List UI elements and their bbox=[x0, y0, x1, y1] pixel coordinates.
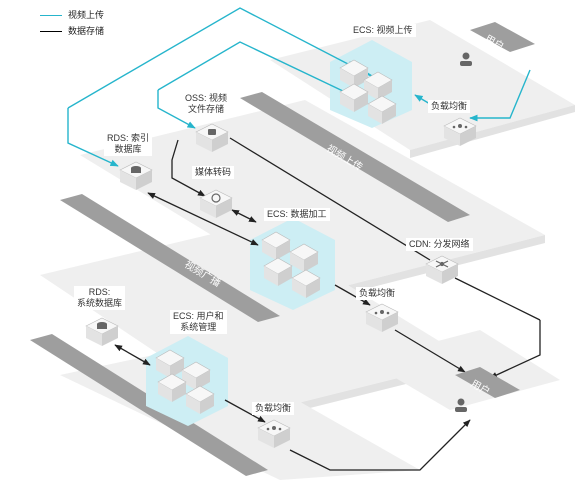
label-ecs-user: ECS: 用户和 系统管理 bbox=[170, 310, 227, 334]
transcode-icon bbox=[211, 193, 221, 203]
flow-oss-to-cdn bbox=[229, 137, 431, 261]
flow-cdn-user bbox=[489, 320, 541, 379]
user-bottom-tag bbox=[455, 367, 520, 412]
user-icon bbox=[455, 398, 467, 412]
label-oss: OSS: 视频 文件存储 bbox=[182, 92, 231, 116]
label-lb-top: 负载均衡 bbox=[428, 100, 471, 113]
load-balancer-icon bbox=[266, 426, 282, 431]
flow-upload-outer-rds bbox=[67, 108, 119, 167]
flow-lb-to-user bbox=[394, 329, 466, 373]
flow-oss-transcode bbox=[171, 139, 206, 197]
label-lb-mid: 负载均衡 bbox=[356, 287, 399, 300]
flow-user-to-lb bbox=[469, 69, 531, 122]
flow-upload-inner-oss bbox=[157, 90, 196, 129]
legend-upload-swatch bbox=[40, 15, 62, 17]
storage-flows bbox=[114, 137, 541, 471]
rds-system-box bbox=[85, 317, 119, 346]
band-broadcast bbox=[60, 194, 280, 322]
flow-cdn-to-user bbox=[454, 277, 541, 321]
flow-ecsuser-to-lb bbox=[224, 399, 266, 423]
label-transcode: 媒体转码 bbox=[192, 166, 235, 179]
band-upload bbox=[240, 92, 470, 222]
flow-transcode-to-process bbox=[231, 209, 257, 223]
user-top-tag bbox=[460, 22, 535, 66]
legend-upload: 视频上传 bbox=[40, 8, 104, 21]
lb-mid-box bbox=[365, 303, 399, 332]
ecs-upload-servers bbox=[339, 59, 397, 124]
ecs-user-servers bbox=[155, 349, 215, 414]
lb-bottom-box bbox=[257, 419, 291, 448]
ecs-process-servers bbox=[261, 231, 321, 298]
cdn-box bbox=[425, 255, 459, 284]
flow-upload-inner bbox=[157, 41, 346, 93]
legend-upload-label: 视频上传 bbox=[68, 10, 105, 20]
flow-rdssys-to-ecsuser bbox=[114, 344, 151, 366]
cdn-network-icon bbox=[435, 260, 449, 268]
label-rds-system: RDS: 系统数据库 bbox=[74, 286, 126, 310]
flow-rds-to-process bbox=[147, 192, 259, 246]
lb-top-box bbox=[443, 117, 477, 146]
legend-storage-label: 数据存储 bbox=[68, 26, 105, 36]
database-icon bbox=[131, 166, 141, 173]
transcode-box bbox=[199, 189, 233, 218]
oss-box bbox=[195, 123, 229, 152]
storage-icon bbox=[208, 129, 216, 135]
load-balancer-icon bbox=[452, 124, 468, 129]
flow-process-to-lb bbox=[334, 284, 371, 306]
label-rds-index: RDS: 索引 数据库 bbox=[104, 132, 153, 156]
flow-lb-to-userbottom bbox=[289, 419, 471, 471]
user-icon bbox=[460, 52, 472, 66]
label-ecs-upload: ECS: 视频上传 bbox=[350, 24, 416, 37]
legend-storage-swatch bbox=[40, 31, 62, 33]
label-cdn: CDN: 分发网络 bbox=[406, 238, 473, 251]
label-ecs-process: ECS: 数据加工 bbox=[264, 208, 330, 221]
label-lb-bottom: 负载均衡 bbox=[252, 402, 295, 415]
database-icon bbox=[97, 322, 107, 329]
legend-storage: 数据存储 bbox=[40, 24, 104, 37]
rds-index-box bbox=[119, 161, 153, 190]
load-balancer-icon bbox=[374, 310, 390, 315]
